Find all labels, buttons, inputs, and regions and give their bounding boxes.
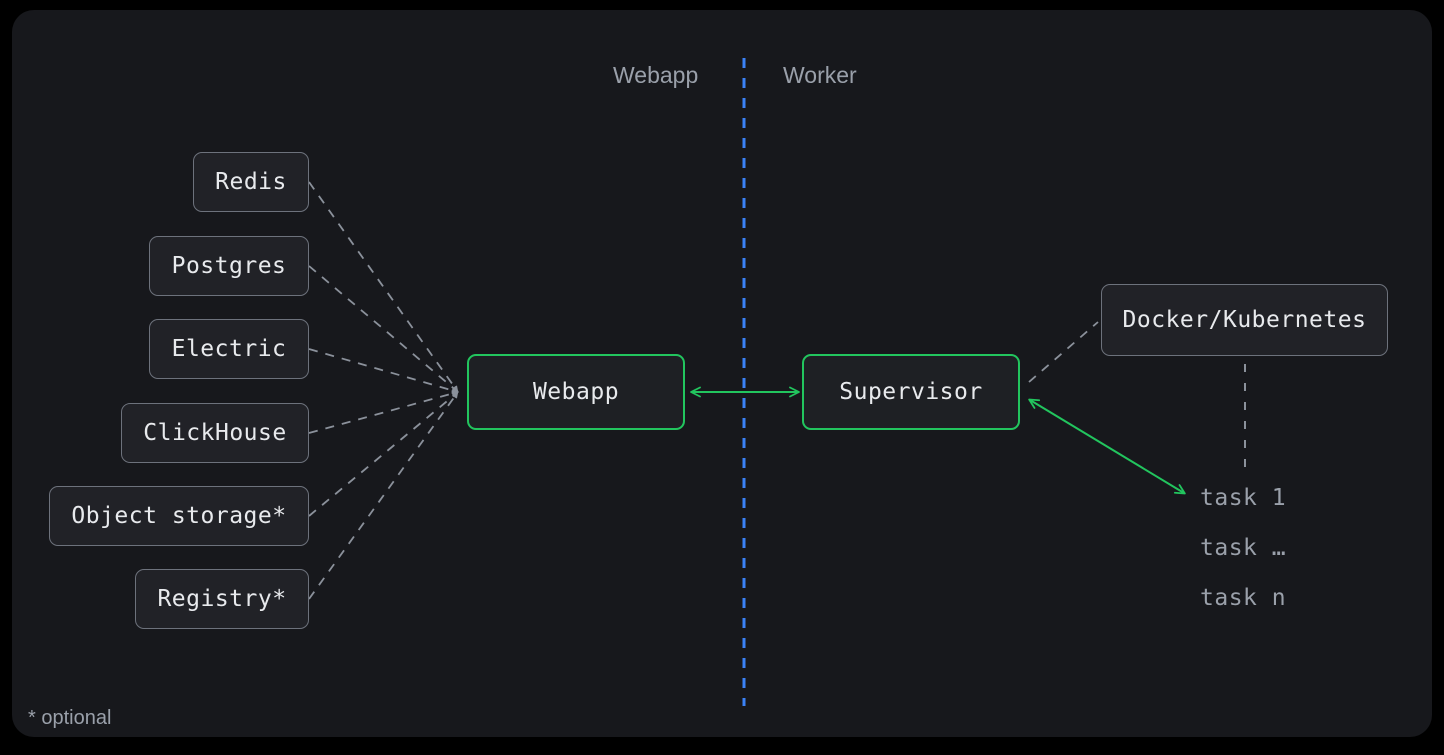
zone-label-worker-zone: Worker bbox=[783, 62, 857, 88]
node-object-storage[interactable]: Object storage* bbox=[49, 486, 309, 546]
node-redis[interactable]: Redis bbox=[193, 152, 309, 212]
optional-footnote: * optional bbox=[28, 707, 112, 729]
node-clickhouse[interactable]: ClickHouse bbox=[121, 403, 309, 463]
node-supervisor[interactable]: Supervisor bbox=[802, 354, 1020, 430]
node-webapp[interactable]: Webapp bbox=[467, 354, 685, 430]
label-task-ellipsis: task … bbox=[1200, 535, 1287, 561]
zone-label-webapp-zone: Webapp bbox=[613, 62, 699, 88]
node-postgres[interactable]: Postgres bbox=[149, 236, 309, 296]
node-docker-kubernetes[interactable]: Docker/Kubernetes bbox=[1101, 284, 1388, 356]
node-electric[interactable]: Electric bbox=[149, 319, 309, 379]
label-task-1: task 1 bbox=[1200, 485, 1287, 511]
node-registry[interactable]: Registry* bbox=[135, 569, 309, 629]
label-task-n: task n bbox=[1200, 585, 1287, 611]
